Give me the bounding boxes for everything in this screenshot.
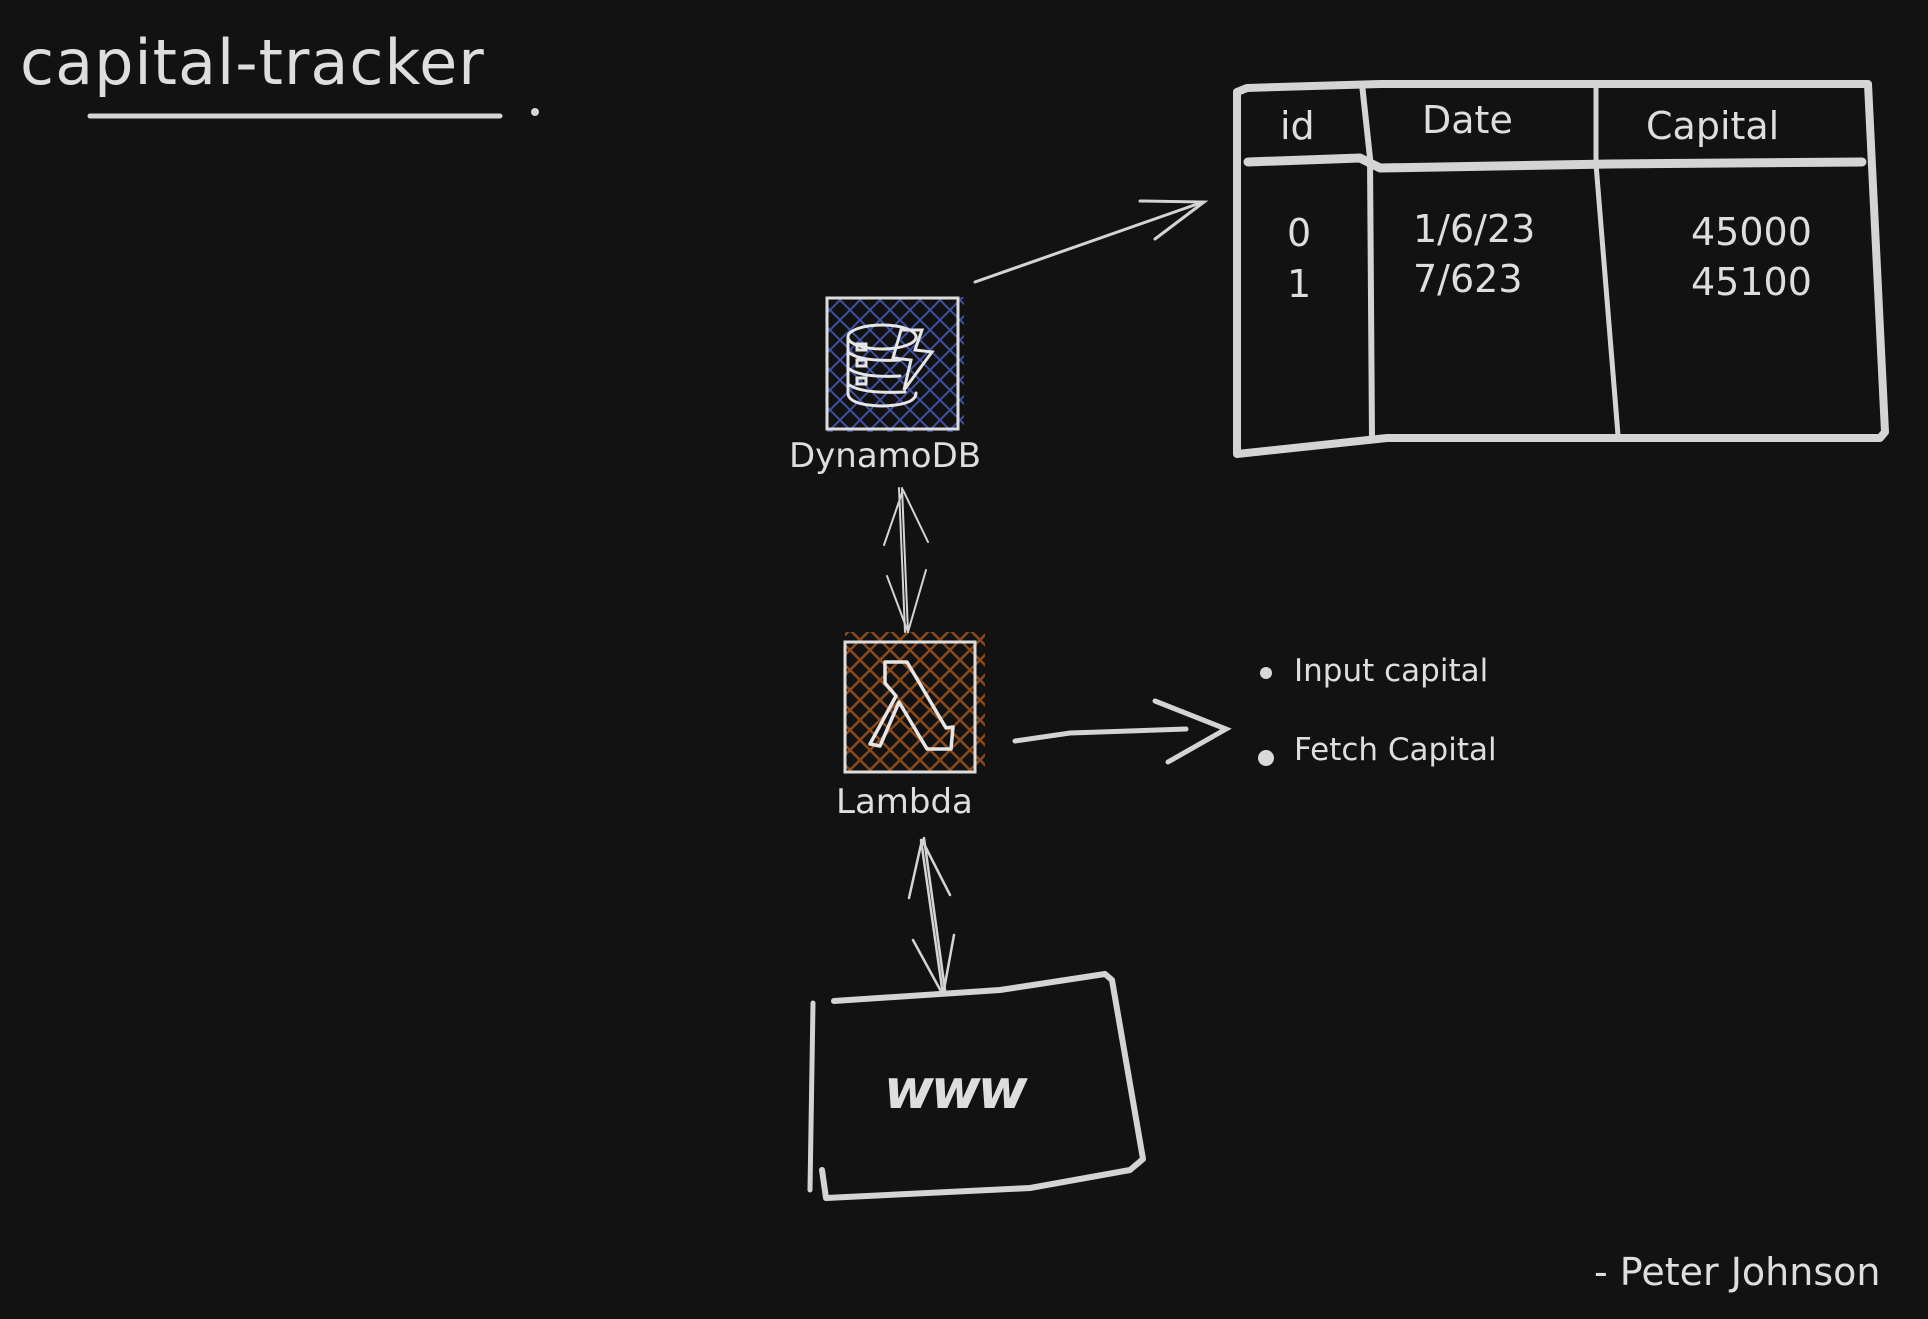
- arrow-lambda-www: [907, 836, 956, 997]
- table-header-id: id: [1280, 104, 1315, 148]
- table-cell-capital: 45100: [1691, 260, 1812, 304]
- arrow-dynamodb-lambda: [883, 487, 929, 633]
- www-box: [807, 971, 1146, 1201]
- table-cell-date: 1/6/23: [1413, 207, 1536, 251]
- lambda-icon: [843, 632, 985, 774]
- table-header-capital: Capital: [1646, 104, 1780, 148]
- table-frame: [1233, 80, 1889, 458]
- table-cell-id: 1: [1287, 262, 1312, 306]
- table-cell-date: 7/623: [1413, 257, 1523, 301]
- author-signature: - Peter Johnson: [1594, 1250, 1881, 1294]
- bullet-dot: [1260, 667, 1272, 679]
- www-label: www: [884, 1058, 1028, 1121]
- arrow-dynamodb-to-table: [973, 199, 1209, 284]
- table-cell-capital: 45000: [1691, 210, 1812, 254]
- title-underline: [87, 108, 539, 119]
- table-cell-id: 0: [1287, 211, 1312, 255]
- dynamodb-label: DynamoDB: [789, 436, 982, 476]
- bullet-dot: [1258, 750, 1274, 766]
- diagram-title: capital-tracker: [20, 26, 485, 99]
- table-header-date: Date: [1422, 98, 1513, 142]
- function-item-fetch-capital: Fetch Capital: [1294, 732, 1497, 768]
- lambda-label: Lambda: [836, 782, 973, 822]
- dynamodb-icon: [825, 296, 964, 432]
- arrow-lambda-to-functions: [1012, 698, 1232, 765]
- function-item-input-capital: Input capital: [1294, 653, 1489, 689]
